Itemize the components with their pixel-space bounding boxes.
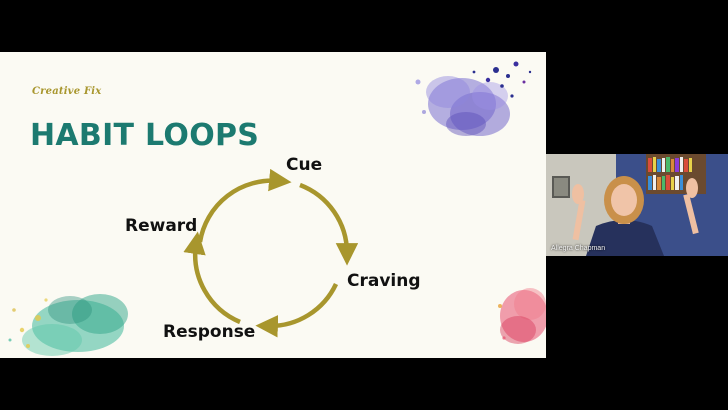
arrow-response-to-reward [183,231,241,325]
shared-slide: Creative Fix HABIT LOOPS Cue Craving [0,52,546,358]
loop-step-response: Response [163,322,256,342]
slide-title: HABIT LOOPS [30,118,260,153]
habit-loop-cycle [183,168,359,338]
arrow-craving-to-response [255,283,339,338]
loop-step-reward: Reward [125,216,198,236]
arrow-cue-to-craving [299,182,359,266]
participant-video-feed [546,154,728,256]
brand-label: Creative Fix [32,86,102,97]
loop-step-cue: Cue [286,155,323,175]
participant-name-label: Allegra Chapman [551,245,606,252]
arrow-reward-to-cue [197,168,292,243]
participant-video-tile[interactable]: Allegra Chapman [546,154,728,256]
loop-step-craving: Craving [347,271,421,291]
